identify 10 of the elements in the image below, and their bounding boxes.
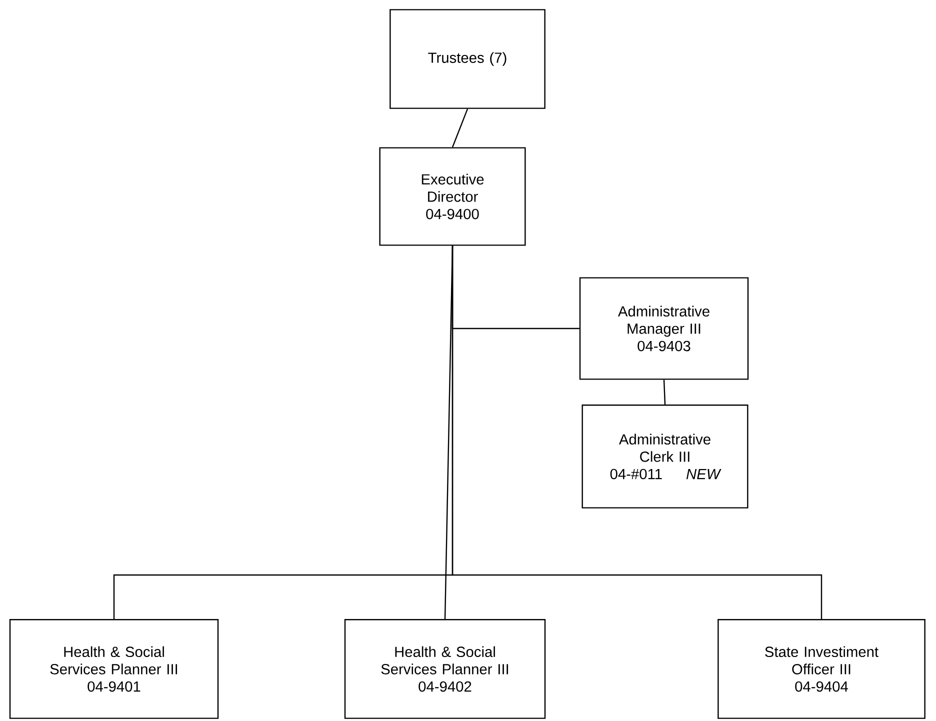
connector-line bbox=[663, 380, 666, 405]
connector-line bbox=[452, 246, 822, 620]
org-box: Administrative Clerk III 04-#011 NEW bbox=[582, 404, 748, 508]
org-box: Executive Director 04-9400 bbox=[379, 147, 526, 246]
org-box: Health & Social Services Planner III 04-9401 bbox=[9, 619, 219, 719]
org-box: State Investiment Officer III 04-9404 bbox=[718, 619, 926, 719]
connector-line bbox=[452, 108, 468, 148]
org-box: Health & Social Services Planner III 04-9402 bbox=[344, 619, 546, 719]
org-box: Administrative Manager III 04-9403 bbox=[579, 277, 749, 380]
org-box: Trustees (7) bbox=[390, 9, 546, 109]
